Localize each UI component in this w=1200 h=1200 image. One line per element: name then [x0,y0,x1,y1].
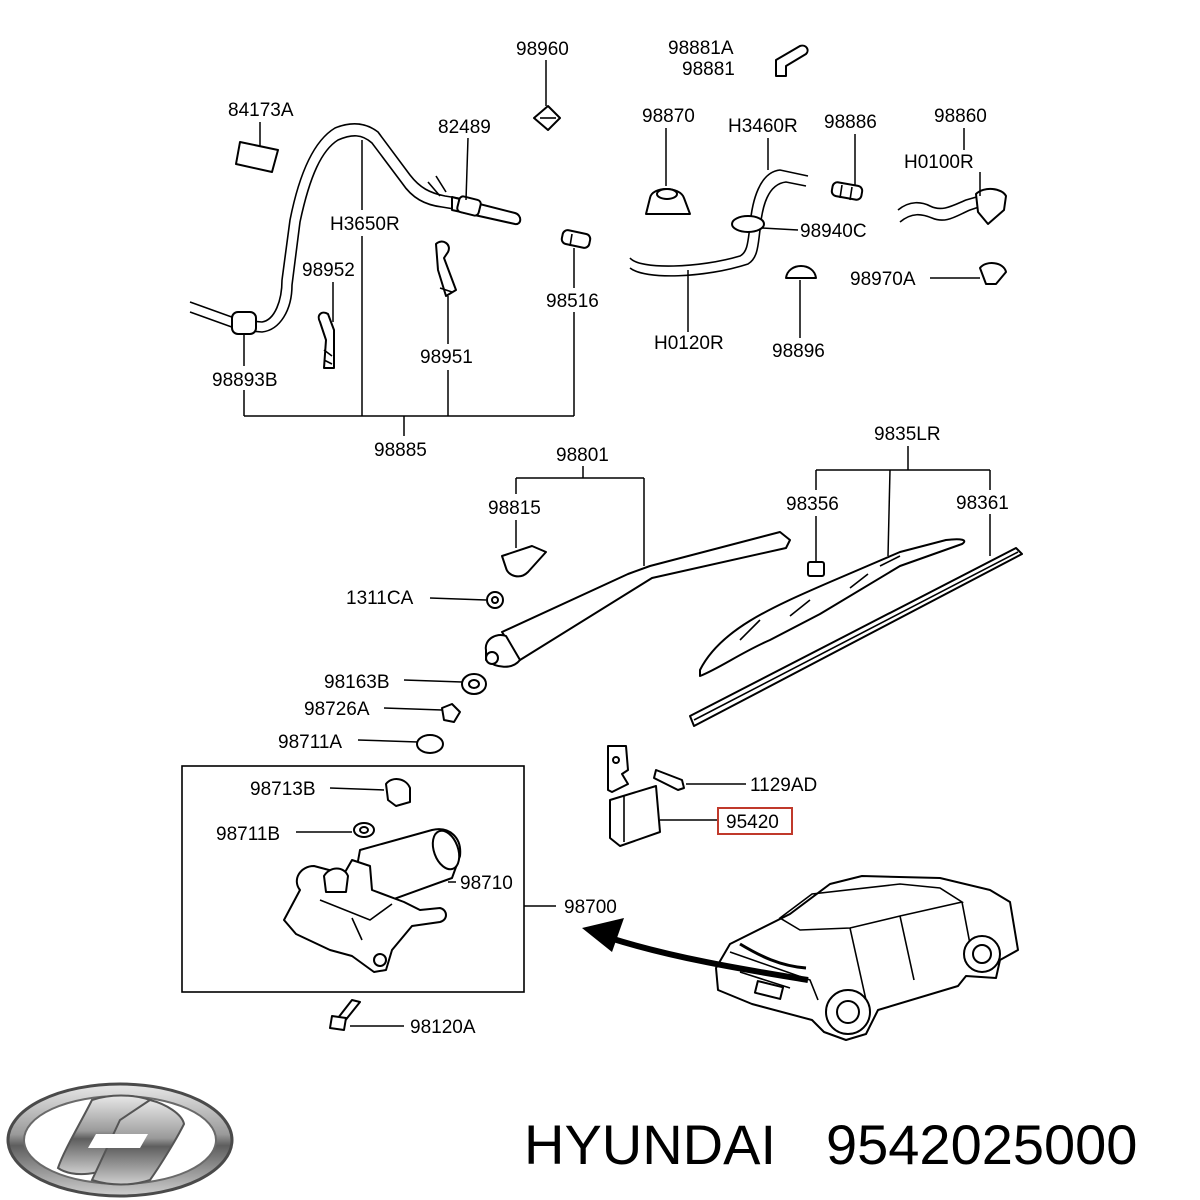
label-84173A: 84173A [228,100,294,121]
brand-name: HYUNDAI [524,1113,776,1176]
label-98120A: 98120A [410,1017,476,1038]
label-98893B: 98893B [212,370,278,391]
label-98881A: 98881A [668,38,734,59]
label-1129AD: 1129AD [750,775,817,796]
label-H3650R: H3650R [330,214,400,235]
label-98940C: 98940C [800,221,867,242]
label-98951: 98951 [420,347,473,368]
label-98801: 98801 [556,445,609,466]
label-98711B: 98711B [216,824,280,845]
middle-leader-lines [357,446,991,743]
label-98881: 98881 [682,59,735,80]
hyundai-logo-icon [6,1082,234,1198]
label-1311CA: 1311CA [346,588,414,609]
label-98960: 98960 [516,39,569,60]
part-number-highlight-box [717,807,793,835]
label-98713B: 98713B [250,779,316,800]
label-82489: 82489 [438,117,491,138]
label-H3460R: H3460R [728,116,798,137]
wiper-motor-assembly [181,765,556,1031]
label-98726A: 98726A [304,699,370,720]
label-98711A: 98711A [278,732,342,753]
label-98870: 98870 [642,106,695,127]
wiper-arm-assembly [416,531,1023,754]
washer-hose-assembly [189,105,592,369]
label-98970A: 98970A [850,269,916,290]
label-98860: 98860 [934,106,987,127]
top-leader-lines [243,60,981,436]
part-number: 9542025000 [826,1113,1137,1176]
label-98710: 98710 [460,873,513,894]
label-98896: 98896 [772,341,825,362]
label-98952: 98952 [302,260,355,281]
label-98815: 98815 [488,498,541,519]
rear-hose-assembly [629,44,1007,285]
label-98700: 98700 [564,897,617,918]
label-98163B: 98163B [324,672,390,693]
label-H0100R: H0100R [904,152,974,173]
part-labels: 98960 98881A 98881 84173A 82489 98870 H3… [212,38,1009,1038]
label-98885: 98885 [374,440,427,461]
label-95420: 95420 [726,812,779,833]
label-98516: 98516 [546,291,599,312]
label-9835LR: 9835LR [874,424,941,445]
relay-assembly [607,745,793,847]
label-H0120R: H0120R [654,333,724,354]
label-98886: 98886 [824,112,877,133]
label-98356: 98356 [786,494,839,515]
car-location-illustration [582,875,1019,1041]
label-98361: 98361 [956,493,1009,514]
